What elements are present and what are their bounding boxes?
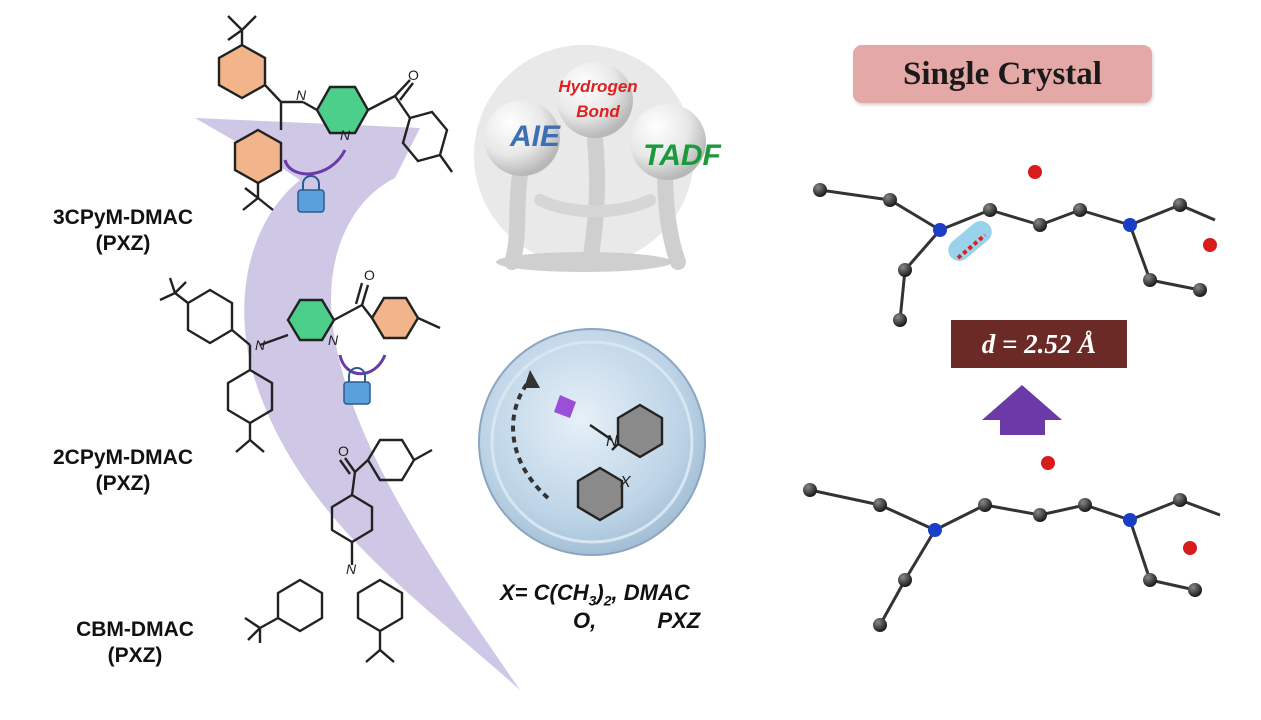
atom-n-label: N	[606, 433, 618, 450]
svg-text:N: N	[296, 87, 307, 103]
compound-sub: (PXZ)	[107, 644, 163, 667]
rotation-arrowhead	[524, 370, 540, 388]
hbond-line	[956, 233, 987, 260]
svg-text:O: O	[408, 67, 419, 83]
crystal-structure-top	[813, 165, 1217, 327]
x-text-tail: , DMAC	[611, 580, 690, 605]
x-text-end: )	[596, 580, 604, 605]
x-text: X= C(CH	[500, 580, 589, 605]
distance-text: d = 2.52 Å	[981, 328, 1097, 359]
svg-text:N: N	[255, 337, 266, 353]
x-definition-line1: X= C(CH3)2, DMAC	[500, 580, 690, 608]
molecule-2cpym	[159, 277, 441, 453]
hbond-highlight	[948, 221, 992, 261]
compound-sub: (PXZ)	[95, 472, 151, 495]
distance-label: d = 2.52 Å	[951, 320, 1127, 368]
bond-wedge	[554, 395, 576, 418]
compound-name: CBM-DMAC	[76, 618, 194, 641]
x-sub2: 2	[603, 592, 612, 609]
single-crystal-title: Single Crystal	[853, 45, 1152, 103]
curved-arrow	[195, 118, 520, 690]
molecule-3cpym	[217, 15, 453, 211]
compound-label-2cpym: 2CPyM-DMAC (PXZ)	[18, 445, 228, 497]
molecule-cbm	[244, 438, 433, 663]
hydrogen-label: Hydrogen	[558, 77, 637, 96]
x-sub: 3	[588, 592, 597, 609]
tadf-label: TADF	[643, 139, 721, 172]
svg-text:N: N	[346, 561, 357, 577]
aie-label: AIE	[509, 120, 561, 153]
compound-label-cbm: CBM-DMAC (PXZ)	[30, 617, 240, 669]
concept-illustration	[474, 45, 706, 272]
crystal-structure-bottom	[803, 456, 1221, 632]
svg-text:N: N	[340, 127, 351, 143]
compound-sub: (PXZ)	[95, 232, 151, 255]
lock-icon	[283, 149, 347, 213]
svg-text:N: N	[328, 332, 339, 348]
up-arrow	[982, 385, 1062, 435]
lock-icon	[338, 354, 387, 405]
svg-text:O: O	[338, 443, 349, 459]
compound-name: 2CPyM-DMAC	[52, 446, 193, 469]
bond-label: Bond	[576, 102, 620, 121]
title-text: Single Crystal	[903, 55, 1102, 92]
compound-name: 3CPyM-DMAC	[52, 206, 193, 229]
donor-disk	[478, 328, 706, 556]
svg-text:O: O	[364, 267, 375, 283]
x-definition-line2: O, PXZ	[573, 608, 701, 633]
atom-x-label: X	[619, 474, 632, 491]
compound-label-3cpym: 3CPyM-DMAC (PXZ)	[18, 205, 228, 257]
